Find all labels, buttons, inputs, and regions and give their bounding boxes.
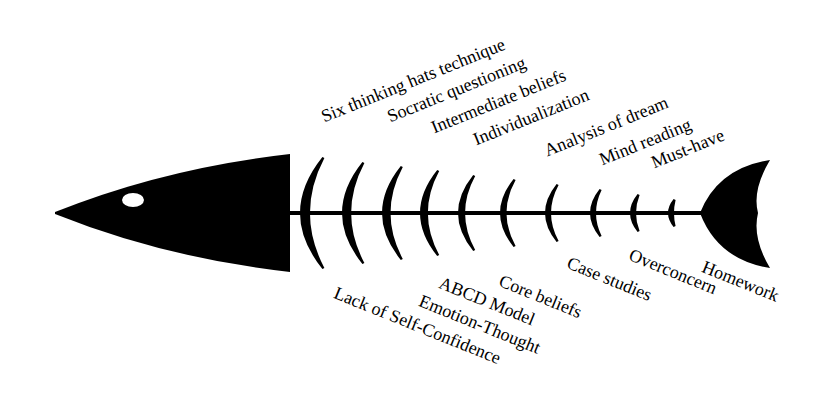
fish-rib xyxy=(630,194,640,232)
fish-rib xyxy=(458,175,475,251)
fish-ribs xyxy=(300,157,676,269)
fish-rib xyxy=(590,189,602,237)
fish-rib xyxy=(382,166,403,260)
fish-head xyxy=(55,154,290,272)
fish-rib xyxy=(500,179,516,247)
fish-rib xyxy=(342,162,364,264)
fish-tail xyxy=(700,160,770,268)
fish-rib xyxy=(668,199,676,227)
fish-rib xyxy=(420,170,439,256)
fish-rib xyxy=(300,157,324,269)
fish-eye xyxy=(122,193,144,207)
fish-rib xyxy=(545,184,559,242)
